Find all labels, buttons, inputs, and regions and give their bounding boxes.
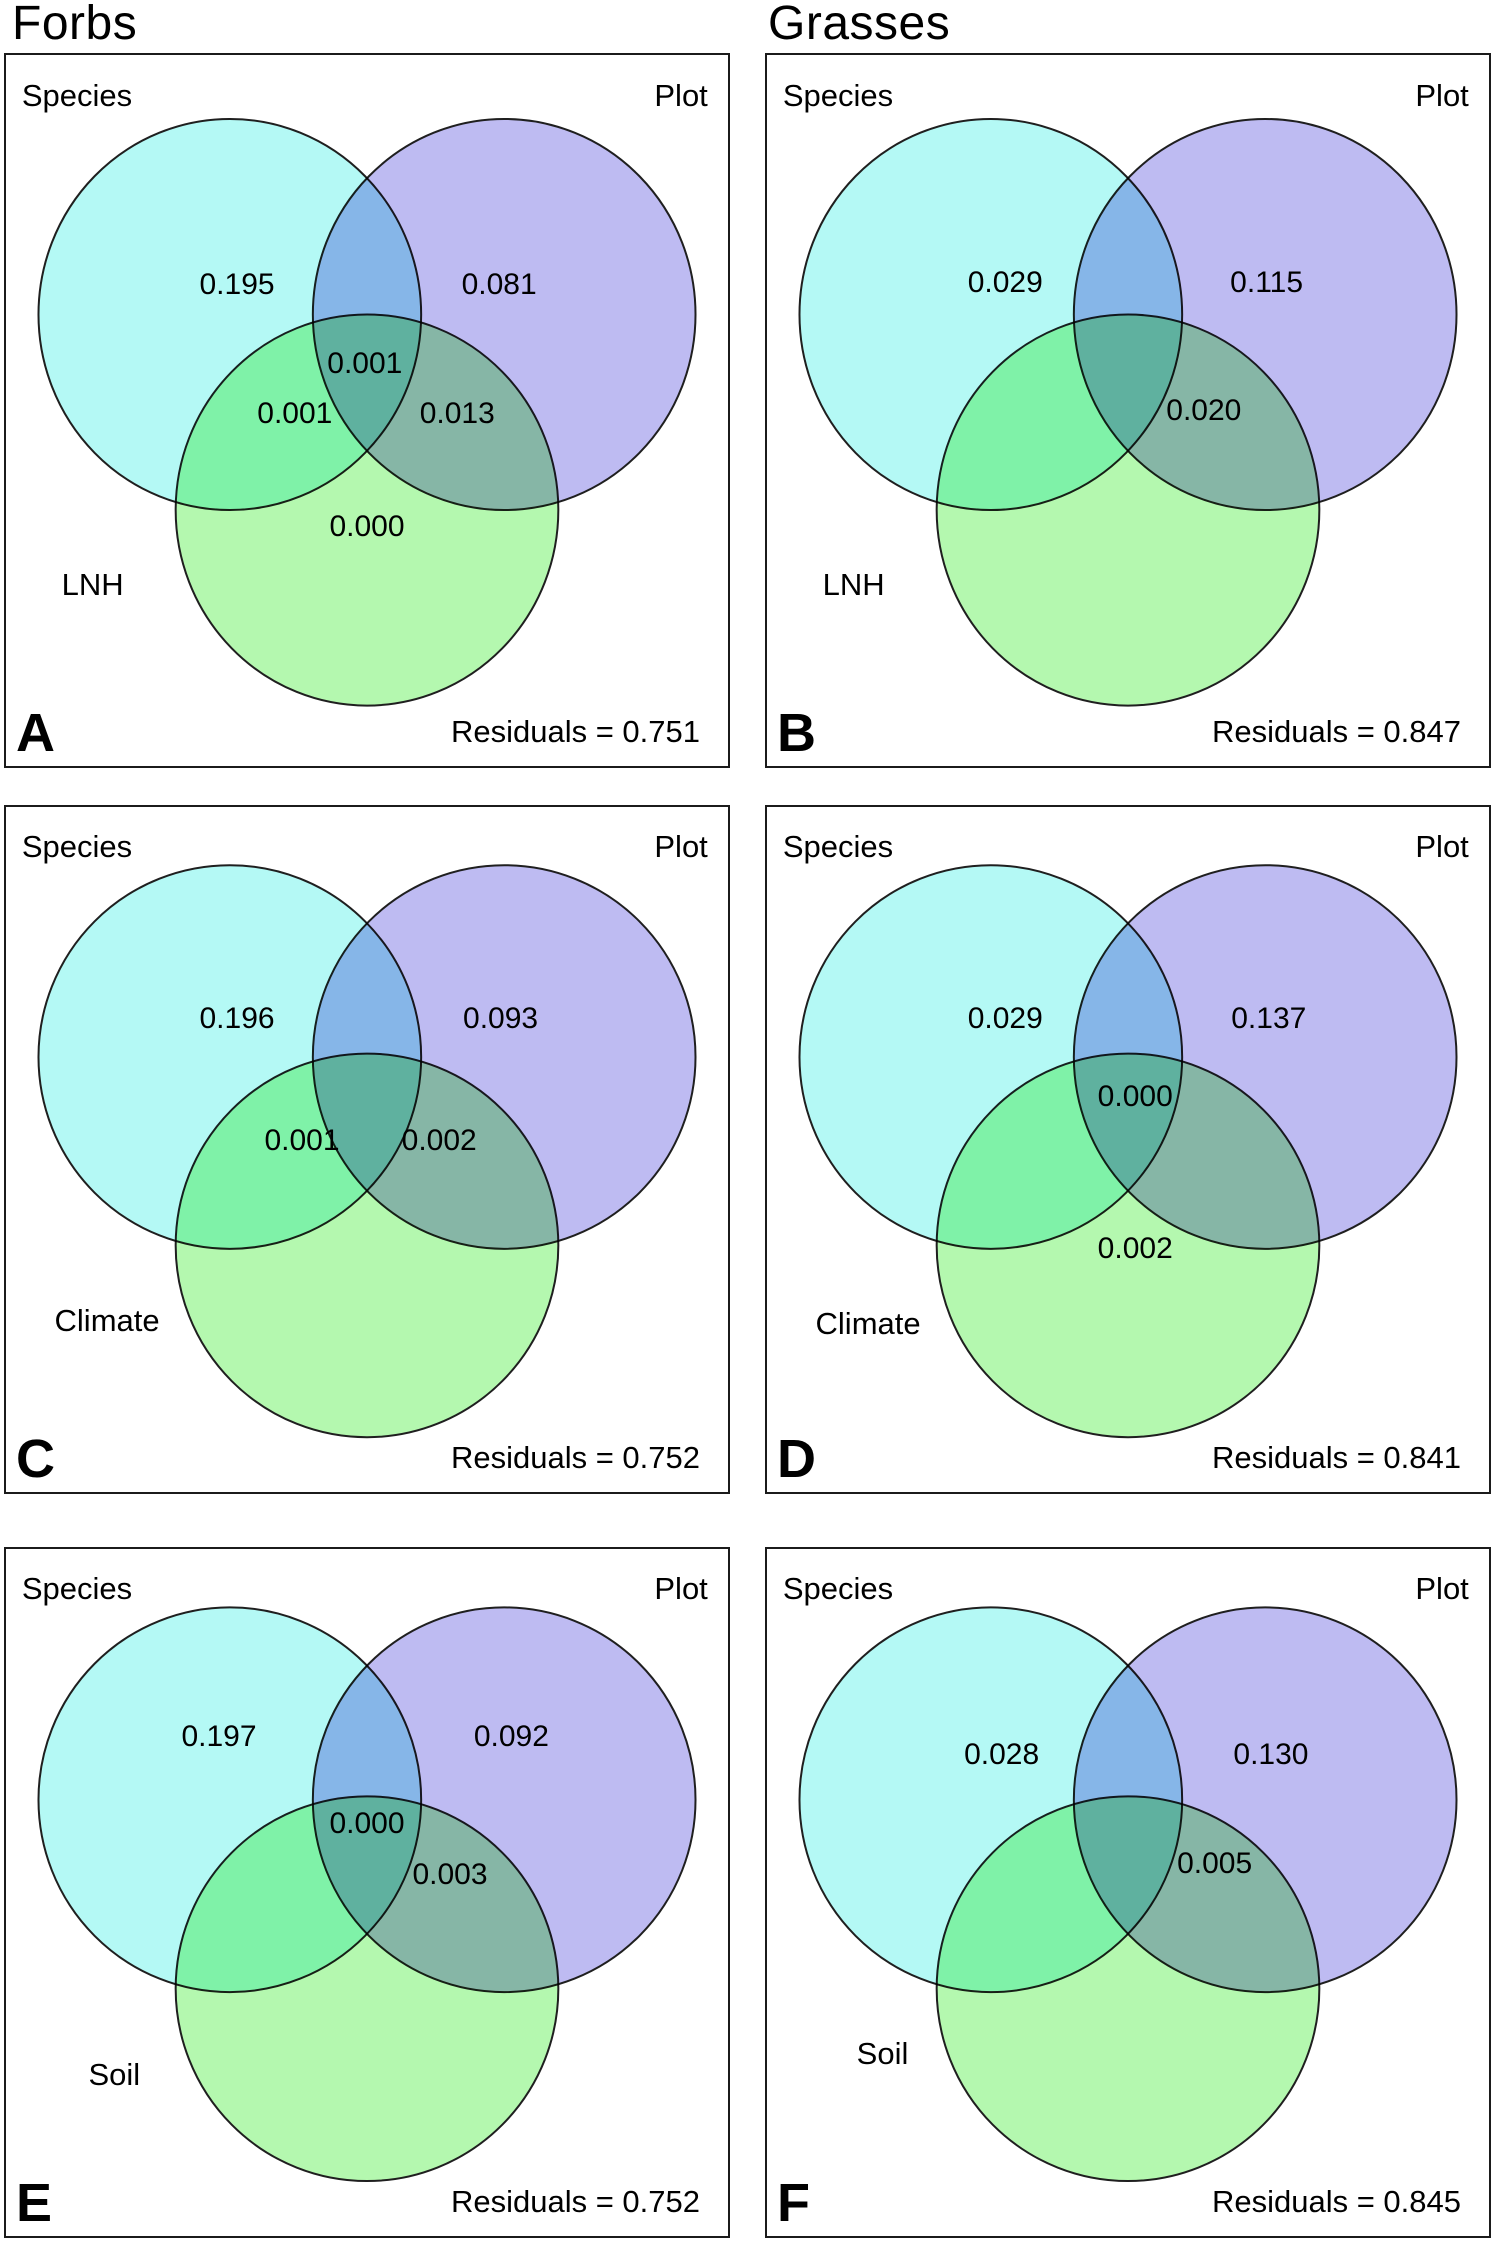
value-plot-only: 0.130 (1233, 1738, 1309, 1772)
plot-set-label: Plot (654, 828, 708, 864)
panel-letter: A (16, 703, 55, 763)
value-env-only: 0.002 (1097, 1231, 1173, 1265)
panel-letter: F (777, 2173, 810, 2233)
species-set-label: Species (21, 1570, 133, 1606)
value-species-only: 0.197 (181, 1719, 257, 1753)
value-triple-overlap: 0.001 (327, 346, 403, 380)
plot-set-label: Plot (1415, 1570, 1469, 1606)
value-plot-env-overlap: 0.013 (419, 397, 495, 431)
value-plot-env-overlap: 0.020 (1166, 393, 1242, 427)
value-plot-env-overlap: 0.003 (412, 1858, 488, 1892)
panel-letter: D (777, 1429, 816, 1489)
panel-letter: C (16, 1429, 55, 1489)
panel-E: Species Plot 0.197 0.092 0.000 0.003 Soi… (4, 1547, 730, 2238)
species-set-label: Species (21, 828, 133, 864)
species-set-label: Species (782, 828, 894, 864)
value-species-only: 0.195 (199, 267, 275, 301)
residuals-label: Residuals = 0.752 (450, 2184, 700, 2219)
env-set-label: Climate (815, 1306, 921, 1342)
residuals-label: Residuals = 0.845 (1211, 2184, 1461, 2219)
panel-A: Species Plot 0.195 0.081 0.001 0.001 0.0… (4, 53, 730, 768)
venn-diagram (767, 1549, 1489, 2236)
env-set-label: LNH (822, 566, 885, 602)
value-plot-only: 0.081 (461, 267, 537, 301)
value-species-env-overlap: 0.001 (264, 1124, 340, 1158)
value-plot-only: 0.115 (1230, 265, 1304, 299)
value-plot-only: 0.093 (463, 1002, 539, 1036)
venn-diagram (767, 55, 1489, 766)
env-set-label: Soil (856, 2035, 909, 2071)
value-species-only: 0.029 (967, 1002, 1043, 1036)
residuals-label: Residuals = 0.841 (1211, 1440, 1461, 1475)
value-plot-env-overlap: 0.002 (401, 1124, 477, 1158)
env-circle (937, 1796, 1320, 2181)
value-triple-overlap: 0.000 (1097, 1080, 1173, 1114)
value-plot-only: 0.092 (473, 1719, 549, 1753)
venn-diagram (6, 55, 728, 766)
value-species-env-overlap: 0.001 (257, 397, 333, 431)
panel-C: Species Plot 0.196 0.093 0.001 0.002 Cli… (4, 805, 730, 1494)
value-env-only: 0.000 (329, 510, 405, 544)
env-circle (937, 315, 1320, 706)
value-plot-only: 0.137 (1231, 1002, 1307, 1036)
env-set-label: Climate (54, 1302, 160, 1338)
plot-set-label: Plot (1415, 828, 1469, 864)
residuals-label: Residuals = 0.847 (1211, 714, 1461, 749)
env-circle (937, 1054, 1320, 1438)
env-set-label: LNH (61, 566, 124, 602)
species-set-label: Species (21, 77, 133, 113)
residuals-label: Residuals = 0.751 (450, 714, 700, 749)
column-title-forbs: Forbs (12, 0, 138, 50)
value-species-only: 0.029 (967, 265, 1043, 299)
panel-B: Species Plot 0.029 0.115 0.020 LNH B Res… (765, 53, 1491, 768)
panel-F: Species Plot 0.028 0.130 0.005 Soil F Re… (765, 1547, 1491, 2238)
panel-letter: B (777, 703, 816, 763)
plot-set-label: Plot (1415, 77, 1469, 113)
species-set-label: Species (782, 77, 894, 113)
species-set-label: Species (782, 1570, 894, 1606)
value-plot-env-overlap: 0.005 (1177, 1846, 1253, 1880)
plot-set-label: Plot (654, 77, 708, 113)
residuals-label: Residuals = 0.752 (450, 1440, 700, 1475)
env-circle (176, 315, 559, 706)
panel-letter: E (16, 2173, 53, 2233)
value-species-only: 0.028 (964, 1738, 1040, 1772)
column-title-grasses: Grasses (768, 0, 951, 50)
plot-set-label: Plot (654, 1570, 708, 1606)
value-species-only: 0.196 (199, 1002, 275, 1036)
env-set-label: Soil (88, 2056, 141, 2092)
value-triple-overlap: 0.000 (329, 1806, 405, 1840)
env-circle (176, 1796, 559, 2181)
env-circle (176, 1054, 559, 1438)
venn-diagram (767, 807, 1489, 1492)
venn-diagram (6, 807, 728, 1492)
panel-D: Species Plot 0.029 0.137 0.000 0.002 Cli… (765, 805, 1491, 1494)
venn-diagram (6, 1549, 728, 2236)
